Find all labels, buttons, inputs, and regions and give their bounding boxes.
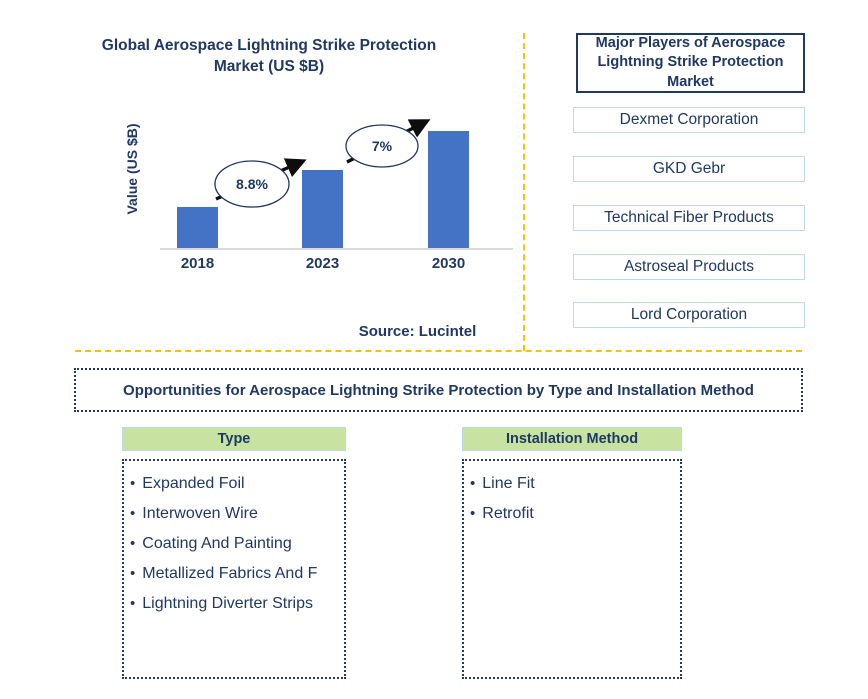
list-item-label: Line Fit bbox=[482, 475, 535, 492]
bullet-icon: • bbox=[470, 475, 476, 492]
type-list-box: • Expanded Foil • Interwoven Wire • Coating A… bbox=[122, 459, 346, 679]
list-item-label: Retrofit bbox=[482, 505, 534, 522]
bullet-icon: • bbox=[130, 475, 136, 492]
opportunities-title-box: Opportunities for Aerospace Lightning St… bbox=[74, 368, 803, 412]
installation-method-column-header: Installation Method bbox=[462, 427, 682, 451]
bar-2030 bbox=[428, 131, 469, 248]
chart-title: Global Aerospace Lightning Strike Protec… bbox=[88, 36, 450, 78]
x-tick-label: 2030 bbox=[432, 255, 465, 272]
installation-method-list-box: • Line Fit • Retrofit bbox=[462, 459, 682, 679]
chart-source: Source: Lucintel bbox=[358, 323, 477, 340]
bar-2018 bbox=[177, 207, 218, 248]
company-box: Astroseal Products bbox=[573, 254, 805, 280]
list-item-label: Lightning Diverter Strips bbox=[142, 595, 314, 612]
list-item: • Interwoven Wire bbox=[130, 499, 344, 529]
y-axis-label: Value (US $B) bbox=[124, 123, 140, 214]
company-box: Dexmet Corporation bbox=[573, 107, 805, 133]
x-tick-label: 2023 bbox=[306, 255, 339, 272]
opportunities-title: Opportunities for Aerospace Lightning St… bbox=[123, 381, 754, 399]
company-box: Lord Corporation bbox=[573, 302, 805, 328]
bullet-icon: • bbox=[130, 535, 136, 552]
growth-ellipse-0 bbox=[214, 160, 290, 208]
growth-rate-label: 8.8% bbox=[236, 176, 268, 192]
growth-rate-label: 7% bbox=[372, 138, 393, 154]
horizontal-separator bbox=[75, 350, 802, 352]
list-item-label: Interwoven Wire bbox=[142, 505, 258, 522]
bar-2023 bbox=[302, 170, 343, 248]
type-header-label: Type bbox=[217, 431, 251, 447]
list-item-label: Metallized Fabrics And F bbox=[142, 565, 318, 582]
growth-ellipse-1 bbox=[345, 124, 419, 168]
list-item: • Lightning Diverter Strips bbox=[130, 589, 344, 619]
bullet-icon: • bbox=[130, 595, 136, 612]
chart-title-line1: Global Aerospace Lightning Strike Protec… bbox=[101, 37, 437, 54]
major-players-title: Major Players of Aerospace Lightning Str… bbox=[595, 34, 786, 90]
installation-method-header-label: Installation Method bbox=[505, 431, 639, 447]
vertical-separator bbox=[523, 33, 525, 351]
company-box: Technical Fiber Products bbox=[573, 205, 805, 231]
list-item-label: Expanded Foil bbox=[142, 475, 245, 492]
bullet-icon: • bbox=[130, 565, 136, 582]
bullet-icon: • bbox=[470, 505, 476, 522]
x-tick-label: 2018 bbox=[181, 255, 214, 272]
major-players-title-box: Major Players of Aerospace Lightning Str… bbox=[576, 33, 805, 93]
list-item-label: Coating And Painting bbox=[142, 535, 292, 552]
list-item: • Metallized Fabrics And F bbox=[130, 559, 344, 589]
list-item: • Expanded Foil bbox=[130, 469, 344, 499]
bullet-icon: • bbox=[130, 505, 136, 522]
list-item: • Coating And Painting bbox=[130, 529, 344, 559]
list-item: • Line Fit bbox=[470, 469, 680, 499]
company-box: GKD Gebr bbox=[573, 156, 805, 182]
list-item: • Retrofit bbox=[470, 499, 680, 529]
type-column-header: Type bbox=[122, 427, 346, 451]
chart-title-line2: Market (US $B) bbox=[213, 57, 325, 75]
bar-chart: 2018 2023 2030 Value (US $B) 8.8% 7% bbox=[124, 119, 513, 272]
